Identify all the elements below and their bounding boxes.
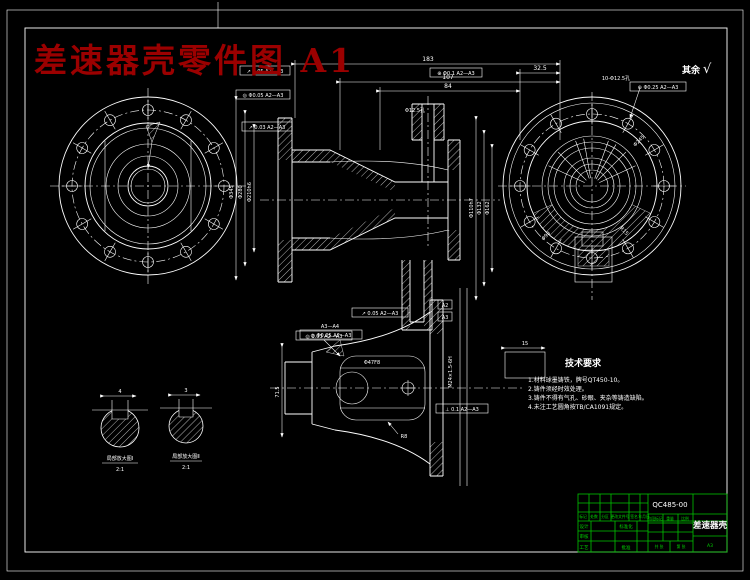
tb-label: 处数 — [590, 514, 598, 519]
gdt-frame: ◎ Φ0.05 A2—A3 — [243, 93, 284, 99]
tb-label: 比例 — [681, 516, 689, 521]
thread-label: M24×1.5-6H — [448, 356, 454, 388]
hatch — [430, 442, 443, 476]
gdt-frame: ↗ 0.03 A2—A3 — [249, 125, 286, 131]
gdt-frame: ↗ 0.05 A2—A3 — [362, 311, 399, 317]
dimension-chain: 183 32.5 107 84 — [291, 56, 561, 150]
tech-header: 技术要求 — [564, 359, 601, 369]
dim-label: A3—A4 — [321, 324, 339, 330]
tech-item: 2.铸件须经时效处理。 — [528, 386, 588, 393]
datum-flag: A2 — [442, 303, 449, 309]
dim-label: 183 — [422, 56, 434, 63]
tb-label: 签名 — [630, 514, 638, 519]
tech-requirements: 技术要求 1.材料球墨铸铁，牌号QT450-10。 2.铸件须经时效处理。 3.… — [528, 356, 728, 412]
dim-label: R8 — [401, 434, 408, 440]
section-hatch — [278, 104, 460, 330]
gdt-frame: ◎ Φ0.05 A2—A3 — [311, 333, 352, 339]
hatch — [430, 300, 443, 334]
dim-label: R15 — [618, 226, 629, 237]
tb-label: 年月日 — [638, 514, 650, 519]
bottom-profile-view: ↗ 0.05 A2—A3 A3—A4 ◎ 0.03 A2—A3 ⊥ 0.1 A2… — [270, 288, 525, 486]
right-flange-view: 10-Φ12.5孔 ⊕ Φ0.25 A2—A3 Φ245 R15 Φ98 — [498, 75, 687, 300]
roughness-label: 其余 — [682, 66, 701, 76]
gdt-frame: ⊥ 0.1 A2—A3 — [445, 407, 479, 413]
tb-label: 设计 — [580, 523, 589, 530]
gdt-frame: ⊕ Φ0.1 A2—A3 — [437, 71, 474, 77]
gdt-frame: ◎ 0.03 A2—A3 — [306, 334, 343, 340]
position-frame: ⊕ Φ0.25 A2—A3 — [638, 85, 679, 91]
detail-view-2: 3 局部放大图Ⅱ 2:1 — [160, 388, 212, 471]
part-name: 差速器壳 — [692, 520, 728, 531]
hole-callout: 10-Φ12.5孔 — [602, 75, 630, 82]
dim-label: Φ110h7 — [469, 198, 475, 218]
dim-label: 15 — [522, 341, 528, 347]
gdt-frames: ↗ 0.05 A2—A3 ◎ Φ0.05 A2—A3 ↗ 0.03 A2—A3 … — [235, 65, 483, 340]
drawing-border — [6, 2, 744, 572]
detail-caption: 局部放大图Ⅰ — [107, 455, 133, 462]
thread-leader-symbol — [145, 121, 161, 143]
tb-label: 分区 — [601, 514, 609, 519]
detail-scale: 2:1 — [182, 465, 190, 471]
tech-item: 3.铸件不得有气孔、砂眼、夹杂等铸造缺陷。 — [528, 395, 648, 402]
dim-label: 3 — [184, 388, 187, 394]
drawing-number: QC485-00 — [652, 501, 687, 509]
datum-flag: A3 — [442, 315, 449, 321]
detail-caption: 局部放大图Ⅱ — [172, 453, 199, 460]
hole-note: Φ12.5孔 — [405, 107, 425, 114]
dim-label: Φ132 — [477, 201, 483, 214]
section-view: 183 32.5 107 84 Φ345 Φ280 Φ210h6 Φ110h7 … — [229, 56, 561, 379]
tb-label: 共 张 — [655, 544, 664, 549]
roughness-check-icon: √ — [703, 62, 712, 77]
dim-label: 71.5 — [275, 386, 281, 397]
tech-item: 1.材料球墨铸铁，牌号QT450-10。 — [528, 377, 624, 384]
dim-label: Φ210h6 — [247, 182, 253, 202]
dim-label: Φ280 — [238, 185, 244, 198]
tech-item: 4.未注工艺圆角按TB/CA1091规定。 — [528, 404, 628, 411]
tb-label: 第 张 — [677, 544, 686, 549]
dim-label: Φ47F8 — [364, 360, 380, 366]
tb-label: 重量 — [666, 516, 674, 521]
tb-label: 工艺 — [580, 545, 589, 551]
right-dim-stack: Φ110h7 Φ132 Φ162 — [469, 116, 494, 301]
dim-label: Φ98 — [541, 231, 553, 243]
left-dim-stack: Φ345 Φ280 Φ210h6 — [229, 96, 256, 281]
title-block: 标记 处数 分区 更改文件号 签名 年月日 设计 标准化 审核 工艺 批准 阶段… — [577, 493, 728, 553]
dim-label: 107 — [442, 74, 454, 81]
tb-label: 标记 — [579, 514, 587, 519]
roughness-note: 其余√ — [682, 62, 711, 77]
dim-label: Φ345 — [229, 185, 235, 198]
dim-label: Φ162 — [485, 201, 491, 214]
detail-scale: 2:1 — [116, 467, 124, 473]
gdt-frame: ↗ 0.05 A2—A3 — [247, 69, 284, 75]
left-flange-view — [50, 88, 246, 284]
dim-label: 4 — [118, 389, 121, 395]
tb-label: 更改文件号 — [611, 514, 630, 519]
tb-label: 审核 — [580, 533, 589, 540]
tb-label: 批准 — [622, 544, 631, 551]
sheet-size: A3 — [707, 543, 713, 549]
tb-label: 标准化 — [619, 523, 633, 530]
hatch — [325, 339, 345, 357]
tb-label: 阶段标记 — [647, 516, 662, 521]
hatch-slot — [577, 249, 610, 267]
detail-view-1: 4 局部放大图Ⅰ 2:1 — [92, 389, 148, 473]
groove-detail: 15 — [501, 341, 546, 379]
dim-label: 84 — [444, 83, 452, 90]
sheet-title: 差速器壳零件图 A1 — [34, 41, 356, 80]
dim-label: 32.5 — [533, 65, 547, 72]
